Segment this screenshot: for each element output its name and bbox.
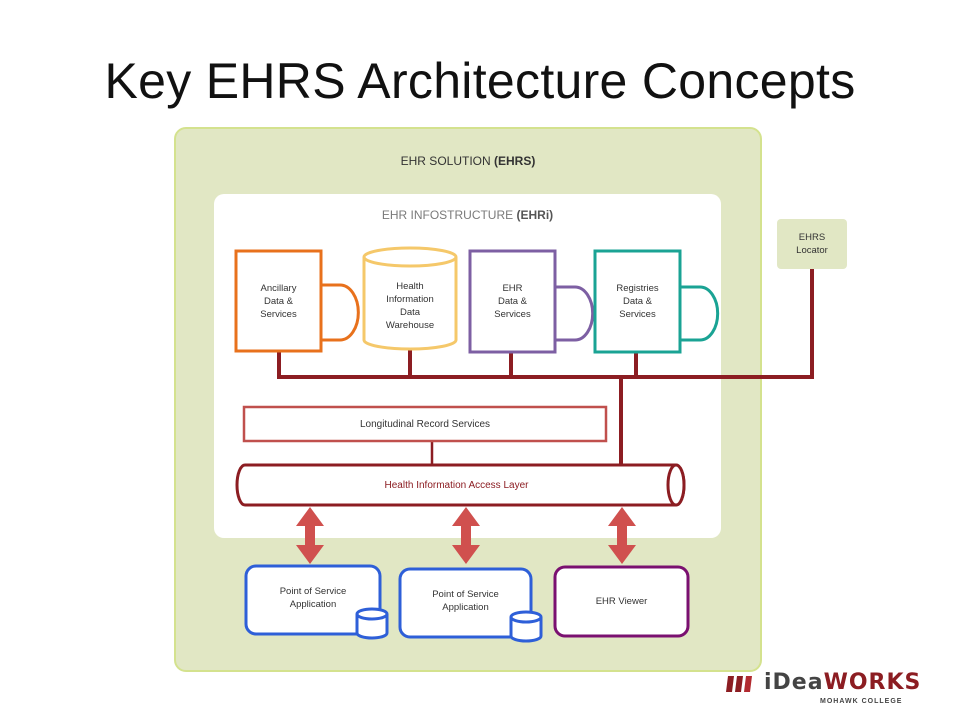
data-warehouse-cylinder-icon — [362, 246, 458, 351]
longitudinal-record-services-label: Longitudinal Record Services — [359, 418, 491, 430]
warehouse-label: Health Information Data Warehouse — [385, 281, 435, 331]
registries-label: Registries Data & Services — [616, 283, 659, 320]
longitudinal-record-services-box — [242, 405, 608, 443]
ancillary-data-services-icon — [234, 249, 360, 353]
ehr-data-services-icon — [468, 249, 595, 354]
slide-title: Key EHRS Architecture Concepts — [104, 53, 856, 109]
point-of-service-box-1 — [244, 564, 382, 636]
pos1-database-icon — [355, 607, 389, 640]
ehr-infostructure-label: EHR INFOSTRUCTURE (EHRi) — [381, 208, 554, 222]
registries-data-services-icon — [593, 249, 720, 354]
pos2-database-icon — [509, 610, 543, 643]
point-of-service-box-2 — [398, 567, 533, 639]
ehrs-locator-box: EHRS Locator — [777, 219, 847, 269]
pos2-double-arrow-icon — [452, 507, 480, 564]
logo-subtitle: MOHAWK COLLEGE — [820, 698, 903, 705]
access-layer-label: Health Information Access Layer — [384, 479, 529, 491]
ehr-viewer-box — [553, 565, 690, 638]
viewer-double-arrow-icon — [608, 507, 636, 564]
access-layer-pipe-icon — [235, 463, 686, 507]
ehr-solution-label: EHR SOLUTION (EHRS) — [400, 154, 536, 168]
pos1-double-arrow-icon — [296, 507, 324, 564]
ideaworks-logo-mark-icon — [726, 676, 752, 692]
pos1-label: Point of Service Application — [279, 586, 347, 610]
pos2-label: Point of Service Application — [432, 589, 499, 613]
ehr-viewer-label: EHR Viewer — [595, 596, 648, 607]
logo-wordmark: iDeaWORKS — [764, 670, 922, 695]
double-arrow-icons — [296, 507, 636, 564]
ideaworks-logo: iDeaWORKS MOHAWK COLLEGE — [724, 670, 924, 712]
connector-lines — [277, 269, 814, 465]
ehr-data-label: EHR Data & Services — [494, 283, 531, 320]
ancillary-label: Ancillary Data & Services — [260, 282, 297, 320]
